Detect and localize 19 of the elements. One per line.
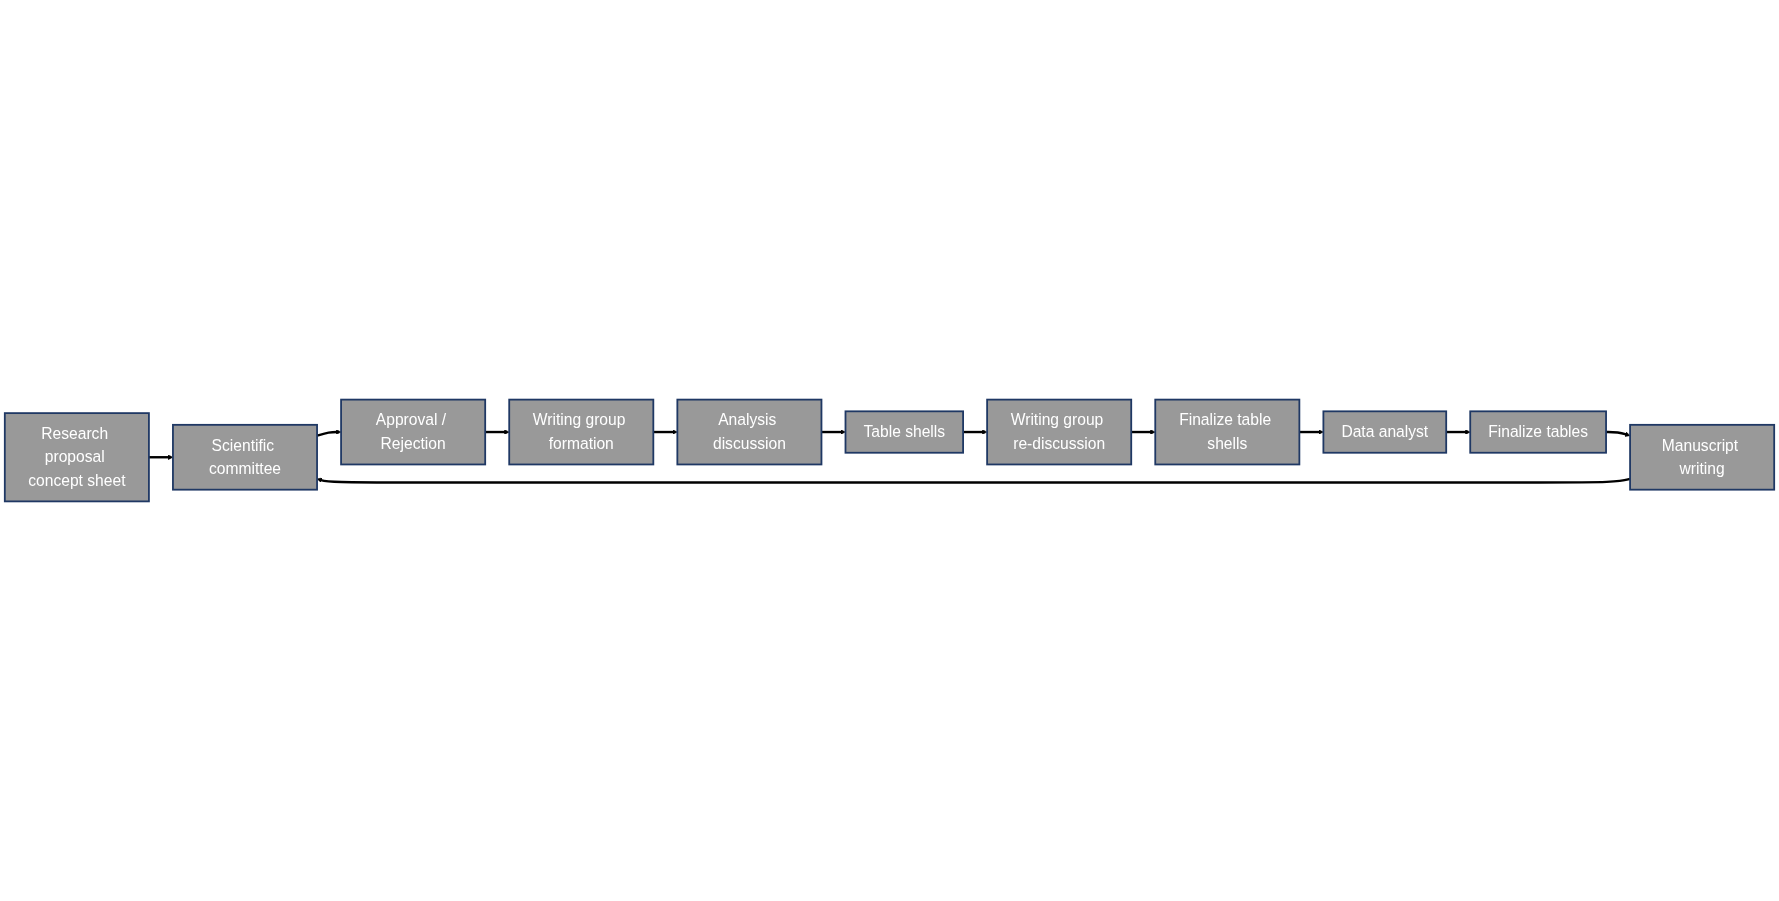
- node-box: Manuscript writing: [1629, 423, 1776, 491]
- node-box: Writing group formation: [508, 398, 655, 466]
- arrow: [653, 429, 678, 435]
- node-box: Scientific committee: [172, 423, 318, 491]
- arrow: [963, 429, 988, 435]
- node-box: Approval / Rejection: [340, 398, 487, 466]
- node-box: Data analyst: [1322, 410, 1448, 454]
- node-box: Finalize table shells: [1154, 398, 1301, 466]
- arrow: [1299, 429, 1324, 435]
- arrow: [1131, 429, 1156, 435]
- arrow: [485, 429, 510, 435]
- arrow: [821, 429, 846, 435]
- node-box: Analysis discussion: [676, 398, 823, 466]
- node-box: Research proposal concept sheet: [3, 412, 150, 503]
- node-box: Table shells: [844, 410, 964, 454]
- node-box: Writing group re-discussion: [986, 398, 1133, 466]
- arrow: [1446, 429, 1471, 435]
- node-box: Finalize tables: [1469, 410, 1607, 454]
- arrow: [1606, 430, 1631, 437]
